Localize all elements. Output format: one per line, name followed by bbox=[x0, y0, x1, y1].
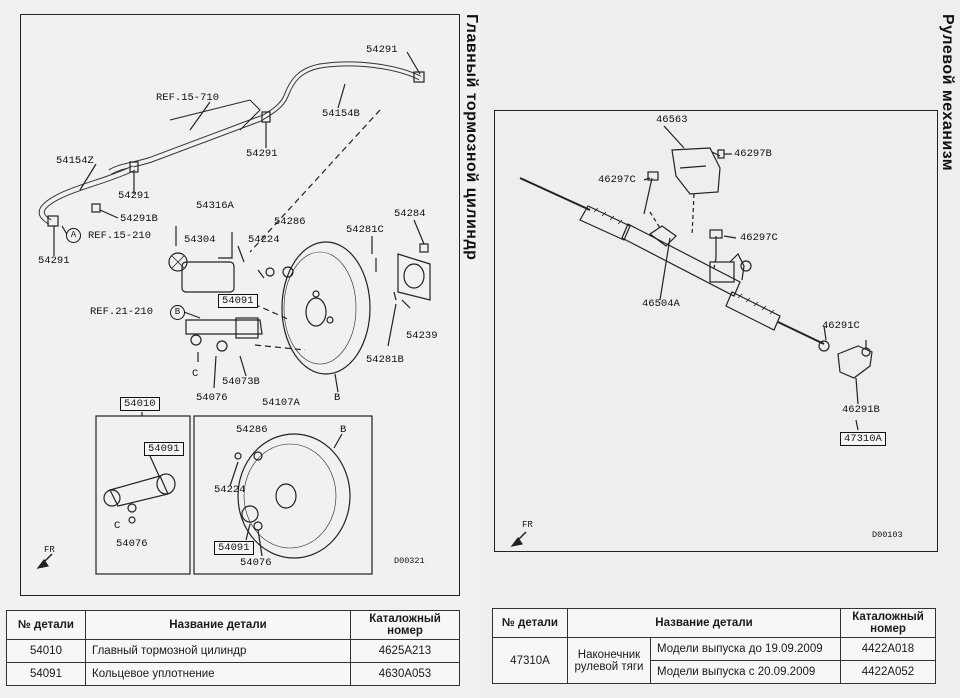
col-header-part-name: Название детали bbox=[85, 610, 351, 640]
fr-direction-label: FR bbox=[522, 520, 533, 530]
part-label-46291b: 46291B bbox=[842, 404, 880, 416]
table-row: 54010 Главный тормозной цилиндр 4625A213 bbox=[6, 639, 460, 663]
part-label-54091: 54091 bbox=[218, 294, 258, 308]
part-label-54281b: 54281B bbox=[366, 354, 404, 366]
left-parts-table: № детали Название детали Каталожный номе… bbox=[6, 610, 460, 686]
left-page: Главный тормозной цилиндр bbox=[6, 14, 480, 686]
inset-label-b: B bbox=[340, 424, 347, 436]
part-label-46297c-lower: 46297C bbox=[740, 232, 778, 244]
cell-part-no: 54010 bbox=[6, 639, 86, 663]
diagram-code: D00321 bbox=[394, 556, 425, 566]
cell-catalog-no: 4422A018 bbox=[840, 637, 936, 661]
part-label-54316a: 54316A bbox=[196, 200, 234, 212]
cell-catalog-no: 4630A053 bbox=[350, 662, 460, 686]
fr-direction-label: FR bbox=[44, 545, 55, 555]
ref-circle-a: A bbox=[66, 228, 81, 243]
part-label-54154b: 54154B bbox=[322, 108, 360, 120]
cell-catalog-no: 4625A213 bbox=[350, 639, 460, 663]
part-label-47310a: 47310A bbox=[840, 432, 886, 446]
cell-catalog-no: 4422A052 bbox=[840, 660, 936, 684]
col-header-part-no: № детали bbox=[6, 610, 86, 640]
right-diagram-frame bbox=[494, 110, 938, 552]
diagram-code: D00103 bbox=[872, 530, 903, 540]
inset-label-54286: 54286 bbox=[236, 424, 268, 436]
part-label-46297c: 46297C bbox=[598, 174, 636, 186]
left-page-title: Главный тормозной цилиндр bbox=[463, 14, 480, 261]
part-label-54291b: 54291B bbox=[120, 213, 158, 225]
part-label-ref-21-210: REF.21-210 bbox=[90, 306, 154, 318]
part-label-46504a: 46504A bbox=[642, 298, 680, 310]
col-header-catalog-no: Каталожный номер bbox=[350, 610, 460, 640]
inset-label-c: C bbox=[114, 520, 121, 532]
part-label-54076: 54076 bbox=[196, 392, 228, 404]
part-label-ref-15-210: REF.15-210 bbox=[88, 230, 152, 242]
right-page: Рулевой механизм bbox=[480, 0, 960, 698]
part-label-54304: 54304 bbox=[184, 234, 216, 246]
col-header-part-no: № детали bbox=[492, 608, 568, 638]
part-label-54073b: 54073B bbox=[222, 376, 260, 388]
part-label-54281c: 54281C bbox=[346, 224, 384, 236]
cell-part-name: Главный тормозной цилиндр bbox=[85, 639, 351, 663]
col-header-catalog-no: Каталожный номер bbox=[840, 608, 936, 638]
cell-part-no: 54091 bbox=[6, 662, 86, 686]
part-label-46297b: 46297B bbox=[734, 148, 772, 160]
part-label-54286: 54286 bbox=[274, 216, 306, 228]
part-label-ref-15-710: REF.15-710 bbox=[156, 92, 220, 104]
table-row: Модели выпуска с 20.09.2009 4422A052 bbox=[493, 660, 936, 684]
inset-label-54091-lower: 54091 bbox=[214, 541, 254, 555]
part-label-b: B bbox=[334, 392, 341, 404]
table-row: 47310A Наконечник рулевой тяги Модели вы… bbox=[492, 637, 936, 684]
inset-label-54224: 54224 bbox=[214, 484, 246, 496]
part-label-54107a: 54107A bbox=[262, 397, 300, 409]
right-parts-table: № детали Название детали Каталожный номе… bbox=[492, 608, 936, 684]
part-label-54291-bottom: 54291 bbox=[38, 255, 70, 267]
table-header-row: № детали Название детали Каталожный номе… bbox=[6, 610, 460, 640]
part-label-54239: 54239 bbox=[406, 330, 438, 342]
part-label-46563: 46563 bbox=[656, 114, 688, 126]
part-label-54291-top: 54291 bbox=[366, 44, 398, 56]
ref-circle-b: B bbox=[170, 305, 185, 320]
part-label-46291c: 46291C bbox=[822, 320, 860, 332]
cell-part-no: 47310A bbox=[492, 637, 568, 684]
table-header-row: № детали Название детали Каталожный номе… bbox=[492, 608, 936, 638]
part-label-54291-low: 54291 bbox=[118, 190, 150, 202]
cell-part-name: Кольцевое уплотнение bbox=[85, 662, 351, 686]
part-label-54154z: 54154Z bbox=[56, 155, 94, 167]
cell-part-name: Наконечник рулевой тяги bbox=[567, 637, 651, 684]
left-diagram-frame bbox=[20, 14, 460, 596]
part-label-54291-mid: 54291 bbox=[246, 148, 278, 160]
steering-gear-diagram bbox=[510, 125, 873, 547]
right-page-title: Рулевой механизм bbox=[939, 14, 956, 172]
part-label-c: C bbox=[192, 368, 199, 380]
inset-label-54091: 54091 bbox=[144, 442, 184, 456]
brake-master-cylinder-diagram bbox=[36, 51, 431, 575]
col-header-part-name: Название детали bbox=[567, 608, 841, 638]
table-row: 54091 Кольцевое уплотнение 4630A053 bbox=[6, 662, 460, 686]
inset-label-54076: 54076 bbox=[116, 538, 148, 550]
inset-label-54076-lower: 54076 bbox=[240, 557, 272, 569]
cell-model-range: Модели выпуска до 19.09.2009 bbox=[650, 637, 841, 661]
part-label-54284: 54284 bbox=[394, 208, 426, 220]
cell-model-range: Модели выпуска с 20.09.2009 bbox=[650, 660, 841, 684]
part-label-54010: 54010 bbox=[120, 397, 160, 411]
part-label-54224: 54224 bbox=[248, 234, 280, 246]
